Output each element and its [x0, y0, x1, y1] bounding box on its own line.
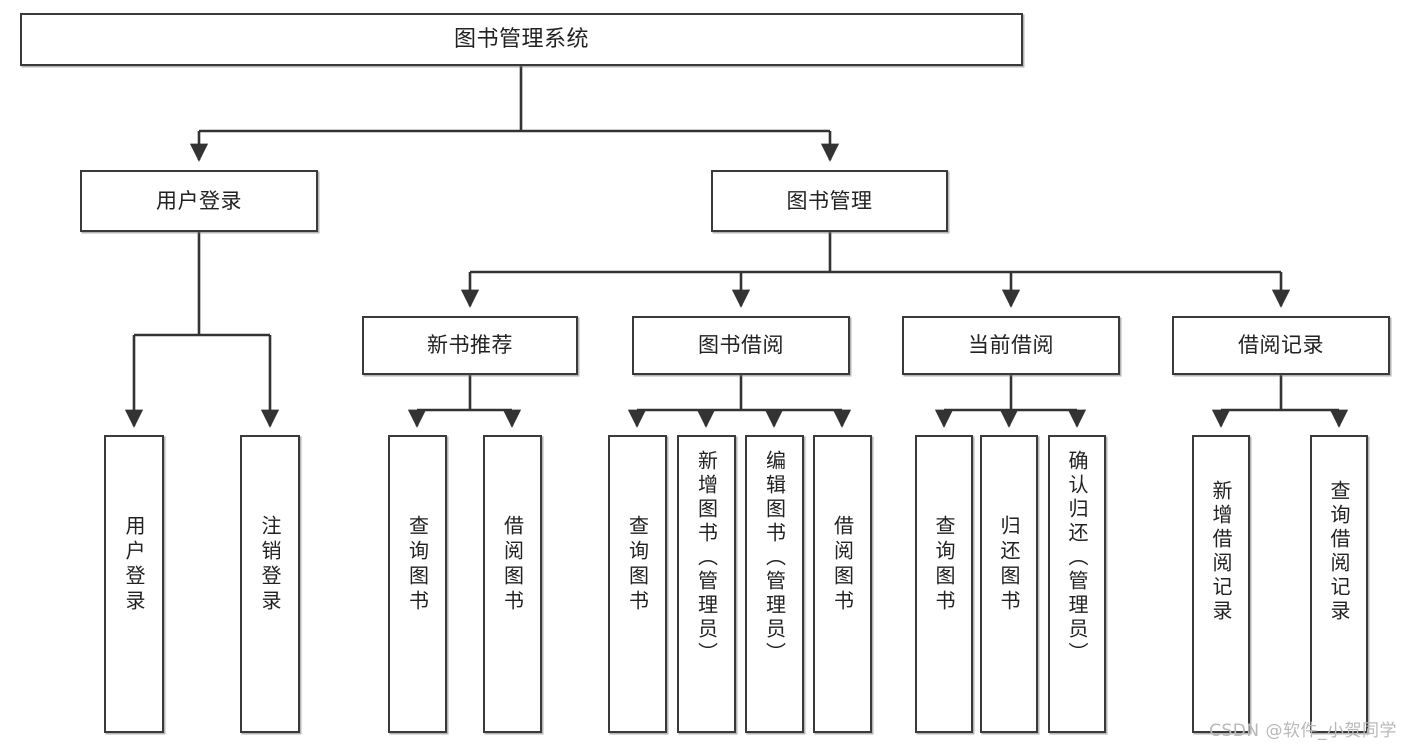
leaf-query-book-borrow[interactable]: 查询图书 [608, 435, 667, 733]
leaf-user-logout[interactable]: 注销登录 [240, 435, 300, 733]
leaf-borrow-book-borrow[interactable]: 借阅图书 [813, 435, 872, 733]
leaf-edit-book[interactable]: 编辑图书（管理员） [745, 435, 804, 733]
node-label: 新增图书（管理员） [694, 450, 719, 666]
leaf-query-book-current[interactable]: 查询图书 [915, 435, 973, 733]
node-label: 新增借阅记录 [1209, 480, 1233, 624]
leaf-confirm-return[interactable]: 确认归还（管理员） [1048, 435, 1106, 733]
node-label: 注销登录 [258, 515, 282, 615]
watermark: CSDN @软件_小贺同学 [1209, 721, 1397, 741]
node-current-borrow[interactable]: 当前借阅 [902, 316, 1120, 375]
leaf-borrow-book-new[interactable]: 借阅图书 [483, 435, 542, 733]
node-label: 查询借阅记录 [1327, 480, 1351, 624]
leaf-return-book[interactable]: 归还图书 [980, 435, 1038, 733]
node-label: 借阅记录 [1238, 333, 1324, 358]
node-label: 新书推荐 [427, 333, 513, 358]
leaf-add-borrow-record[interactable]: 新增借阅记录 [1192, 435, 1250, 733]
node-label: 确认归还（管理员） [1065, 450, 1089, 666]
node-label: 查询图书 [932, 515, 956, 615]
node-new-book-rec[interactable]: 新书推荐 [362, 316, 578, 375]
node-label: 编辑图书（管理员） [762, 450, 787, 666]
node-label: 归还图书 [997, 515, 1021, 615]
node-borrow-record[interactable]: 借阅记录 [1172, 316, 1390, 375]
leaf-query-borrow-record[interactable]: 查询借阅记录 [1310, 435, 1368, 733]
node-label: 借阅图书 [830, 515, 855, 615]
node-label: 图书借阅 [698, 333, 784, 358]
node-label: 图书管理系统 [453, 26, 589, 52]
node-label: 查询图书 [405, 515, 430, 615]
node-label: 用户登录 [156, 188, 242, 213]
node-label: 用户登录 [122, 515, 146, 615]
node-user-login[interactable]: 用户登录 [80, 170, 318, 232]
node-label: 借阅图书 [500, 515, 525, 615]
node-label: 当前借阅 [968, 333, 1054, 358]
node-label: 图书管理 [786, 188, 873, 213]
node-root-system[interactable]: 图书管理系统 [20, 13, 1023, 66]
node-book-borrow[interactable]: 图书借阅 [632, 316, 850, 375]
leaf-add-book[interactable]: 新增图书（管理员） [677, 435, 736, 733]
node-book-manage[interactable]: 图书管理 [711, 170, 948, 232]
node-label: 查询图书 [625, 515, 650, 615]
leaf-user-login[interactable]: 用户登录 [104, 435, 164, 733]
leaf-query-book-new[interactable]: 查询图书 [388, 435, 447, 733]
